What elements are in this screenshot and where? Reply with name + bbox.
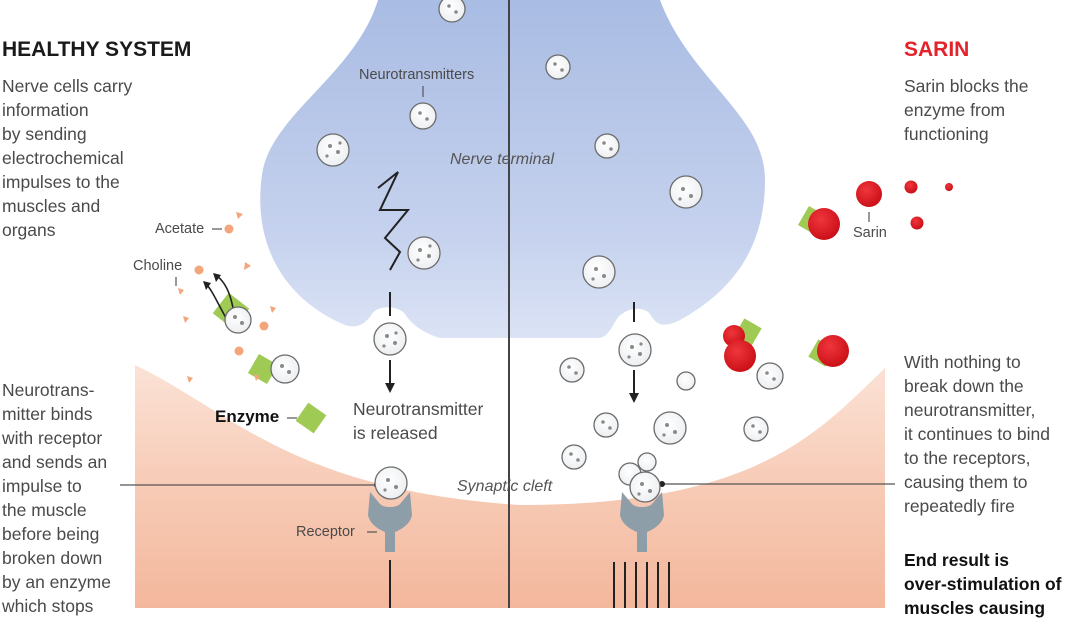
healthy-intro-line: Nerve cells carry bbox=[2, 76, 133, 96]
label-released: Neurotransmitter is released bbox=[353, 397, 483, 445]
label-acetate: Acetate bbox=[155, 221, 205, 237]
sarin-effect-line: neurotransmitter, bbox=[904, 400, 1036, 420]
healthy-binding-line: Neurotrans- bbox=[2, 380, 95, 400]
healthy-intro-line: muscles and bbox=[2, 196, 101, 216]
vesicle-texture bbox=[233, 4, 776, 496]
healthy-binding-line: and sends an bbox=[2, 452, 108, 472]
healthy-binding-line: broken down bbox=[2, 548, 103, 568]
label-neurotransmitters: Neurotransmitters bbox=[359, 67, 475, 83]
healthy-intro-line: electrochemical bbox=[2, 148, 124, 168]
release-arrow-right bbox=[629, 302, 639, 403]
healthy-intro-line: organs bbox=[2, 220, 56, 240]
sarin-title: SARIN bbox=[904, 38, 970, 61]
sarin-result-line: muscles causing bbox=[904, 598, 1046, 618]
sarin-effect-line: causing them to bbox=[904, 472, 1028, 492]
nerve-terminal bbox=[260, 0, 765, 338]
sarin-effect-line: to the receptors, bbox=[904, 448, 1031, 468]
healthy-binding-line: which stops bbox=[2, 596, 94, 616]
sarin-effect-line: repeatedly fire bbox=[904, 496, 1015, 516]
sarin-intro-line: enzyme from bbox=[904, 100, 1006, 120]
receptor-right bbox=[620, 492, 664, 552]
label-synaptic-cleft: Synaptic cleft bbox=[457, 478, 553, 495]
healthy-intro-text: Nerve cells carry information by sending… bbox=[2, 74, 132, 242]
sarin-result-line: End result is bbox=[904, 550, 1010, 570]
healthy-intro-line: impulses to the bbox=[2, 172, 120, 192]
sarin-effect-line: With nothing to bbox=[904, 352, 1021, 372]
sarin-effect-line: break down the bbox=[904, 376, 1024, 396]
healthy-binding-line: by an enzyme bbox=[2, 572, 111, 592]
sarin-molecules bbox=[723, 180, 953, 372]
label-released-line: Neurotransmitter bbox=[353, 399, 484, 419]
receptor-left bbox=[368, 492, 412, 552]
sarin-intro-text: Sarin blocks the enzyme from functioning bbox=[904, 74, 1029, 146]
neurotransmitters bbox=[224, 0, 784, 503]
muscle-cell bbox=[135, 365, 885, 608]
label-enzyme: Enzyme bbox=[215, 407, 280, 426]
healthy-binding-line: mitter binds bbox=[2, 404, 93, 424]
release-arrow-left bbox=[385, 292, 395, 393]
sarin-effect-line: it continues to bind bbox=[904, 424, 1050, 444]
sarin-result-text: End result is over-stimulation of muscle… bbox=[904, 548, 1062, 620]
repeated-firing-lines bbox=[613, 562, 670, 608]
choline-arrows bbox=[203, 273, 234, 319]
sarin-result-line: over-stimulation of bbox=[904, 574, 1062, 594]
healthy-binding-text: Neurotrans- mitter binds with receptor a… bbox=[2, 378, 111, 618]
healthy-binding-line: with receptor bbox=[2, 428, 103, 448]
healthy-system-title: HEALTHY SYSTEM bbox=[2, 38, 192, 61]
label-released-line: is released bbox=[353, 423, 438, 443]
healthy-binding-line: the muscle bbox=[2, 500, 87, 520]
sarin-intro-line: functioning bbox=[904, 124, 989, 144]
sarin-effect-text: With nothing to break down the neurotran… bbox=[904, 350, 1050, 518]
label-choline: Choline bbox=[133, 258, 183, 274]
label-leaders bbox=[175, 86, 870, 533]
electrical-impulse bbox=[377, 171, 411, 271]
label-receptor: Receptor bbox=[296, 524, 355, 540]
label-sarin: Sarin bbox=[853, 225, 887, 241]
healthy-binding-line: impulse to bbox=[2, 476, 82, 496]
healthy-intro-line: by sending bbox=[2, 124, 87, 144]
label-nerve-terminal: Nerve terminal bbox=[450, 151, 555, 168]
healthy-intro-line: information bbox=[2, 100, 89, 120]
sarin-intro-line: Sarin blocks the bbox=[904, 76, 1029, 96]
healthy-binding-line: before being bbox=[2, 524, 100, 544]
